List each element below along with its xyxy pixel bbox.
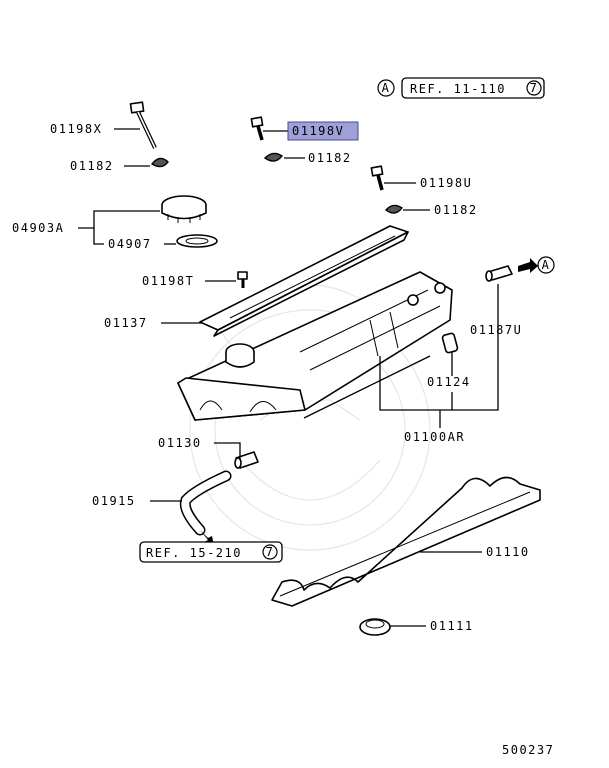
gasket-01110-drawing <box>271 476 541 607</box>
bolt-01198u-drawing <box>370 165 384 191</box>
label-01137[interactable]: 01137 <box>104 316 148 330</box>
bolt-01198t-drawing <box>237 271 248 288</box>
arrow-to-a: A <box>518 256 555 274</box>
label-01198v-highlighted[interactable]: 01198V <box>287 121 359 141</box>
label-01182-right[interactable]: 01182 <box>434 203 478 217</box>
label-01187u[interactable]: 01187U <box>470 323 522 337</box>
label-01182-mid[interactable]: 01182 <box>308 151 352 165</box>
label-04907[interactable]: 04907 <box>108 237 152 251</box>
ref-circled-top: 7 <box>530 81 539 95</box>
rocker-cover-drawing <box>177 271 453 421</box>
diagram-number: 500237 <box>502 743 554 757</box>
label-01198u[interactable]: 01198U <box>420 176 472 190</box>
label-01198t[interactable]: 01198T <box>142 274 194 288</box>
label-01124[interactable]: 01124 <box>427 375 471 389</box>
ref-marker-a: A <box>382 81 391 95</box>
pcv-tube-drawing <box>485 265 513 282</box>
ref-box-bottom[interactable]: REF. 15-210 7 <box>139 541 283 563</box>
bolt-01198v-drawing <box>250 116 264 141</box>
fitting-01130-drawing <box>234 451 259 469</box>
leader-lines <box>78 128 499 627</box>
pcv-valve-drawing <box>441 332 459 354</box>
arrow-marker-a: A <box>542 258 551 272</box>
label-01198x[interactable]: 01198X <box>50 122 102 136</box>
ref-text-bottom: REF. 15-210 <box>146 546 242 560</box>
seal-washer-right-drawing <box>384 204 404 214</box>
label-01915[interactable]: 01915 <box>92 494 136 508</box>
label-01130[interactable]: 01130 <box>158 436 202 450</box>
seal-washer-mid-drawing <box>263 152 284 162</box>
bolt-01198x-drawing <box>129 101 157 149</box>
label-01110[interactable]: 01110 <box>486 545 530 559</box>
label-01100ar[interactable]: 01100AR <box>404 430 465 444</box>
label-04903a[interactable]: 04903A <box>12 221 64 235</box>
ref-text-top: REF. 11-110 <box>410 82 506 96</box>
label-01198v: 01198V <box>292 124 344 138</box>
baffle-plate-drawing <box>199 225 409 337</box>
ref-box-top[interactable]: A REF. 11-110 7 <box>377 77 545 99</box>
seal-01111-drawing <box>359 618 391 636</box>
hose-01915-drawing <box>179 470 232 546</box>
label-01111[interactable]: 01111 <box>430 619 474 633</box>
ref-circled-bottom: 7 <box>266 545 275 559</box>
seal-washer-left-drawing <box>150 157 169 168</box>
oil-cap-drawing <box>161 195 207 223</box>
gasket-04907-drawing <box>176 234 218 248</box>
label-01182-left[interactable]: 01182 <box>70 159 114 173</box>
